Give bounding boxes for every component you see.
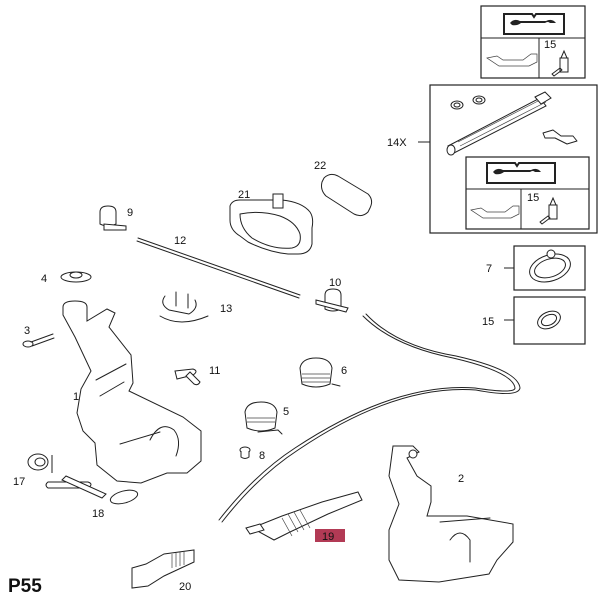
part-label-18[interactable]: 18 [92, 508, 104, 520]
part-label-14x[interactable]: 14X [387, 137, 407, 149]
part-17-grommet: 17 [13, 453, 53, 488]
adhesive-bottle-icon [551, 49, 569, 77]
part-5-pump: 5 [244, 401, 289, 435]
corrugated-hose-icon [446, 91, 552, 156]
part-3-screw: 3 [22, 325, 55, 348]
page-code: P55 [8, 576, 42, 597]
part-10-nozzle: 10 [315, 277, 349, 313]
repair-manual-icon [486, 162, 556, 184]
part-21-sensor: 21 [229, 189, 314, 255]
part-label-12[interactable]: 12 [174, 235, 186, 247]
part-label-19[interactable]: 19 [322, 531, 334, 543]
part-13-clip: 13 [159, 291, 232, 323]
adhesive-bottle-icon [539, 196, 558, 225]
part-label-4[interactable]: 4 [41, 273, 47, 285]
part-label-10[interactable]: 10 [329, 277, 341, 289]
part-6-pump: 6 [299, 357, 347, 388]
bracket-icon [542, 129, 578, 145]
part-label-7[interactable]: 7 [486, 263, 492, 275]
kit-box-14x: 14X 15 [387, 84, 598, 234]
part-19-harness: 19 [245, 491, 363, 543]
hose-clamp-icon [529, 249, 571, 283]
seal-ring-icon [450, 95, 486, 110]
repair-manual-icon [503, 13, 565, 35]
part-label-22[interactable]: 22 [314, 160, 326, 172]
part-4-cap: 4 [41, 271, 92, 285]
part-11-connector: 11 [174, 365, 220, 386]
part-label-15-kit[interactable]: 15 [527, 192, 539, 204]
part-8-grommet: 8 [239, 446, 265, 462]
part-2-reservoir: 2 [388, 445, 514, 583]
part-12-hose: 12 [136, 235, 301, 299]
part-label-17[interactable]: 17 [13, 476, 25, 488]
part-label-15[interactable]: 15 [544, 39, 556, 51]
part-label-9[interactable]: 9 [127, 207, 133, 219]
part-label-21[interactable]: 21 [238, 189, 250, 201]
part-label-3[interactable]: 3 [24, 325, 30, 337]
part-label-2[interactable]: 2 [458, 473, 464, 485]
part-label-5[interactable]: 5 [283, 406, 289, 418]
kit-box-top: 15 [480, 5, 586, 79]
part-label-16[interactable]: 15 [482, 316, 494, 328]
part-1-reservoir: 1 [62, 300, 202, 484]
part-box-16: 15 [482, 296, 586, 345]
part-20-connector: 20 [131, 549, 195, 593]
part-label-6[interactable]: 6 [341, 365, 347, 377]
oil-can-icon [470, 205, 520, 219]
oil-can-icon [486, 53, 538, 67]
part-22-cover: 22 [314, 160, 373, 217]
part-label-8[interactable]: 8 [259, 450, 265, 462]
part-9-nozzle: 9 [99, 205, 133, 231]
seal-ring-icon [537, 310, 561, 330]
part-label-11[interactable]: 11 [209, 365, 220, 377]
part-box-7: 7 [486, 245, 586, 291]
highlight-label-19[interactable] [315, 529, 345, 542]
part-label-1[interactable]: 1 [73, 391, 79, 403]
part-label-20[interactable]: 20 [179, 581, 191, 593]
part-18-hose: 18 [45, 475, 139, 520]
long-washer-hose [218, 313, 521, 523]
part-label-13[interactable]: 13 [220, 303, 232, 315]
